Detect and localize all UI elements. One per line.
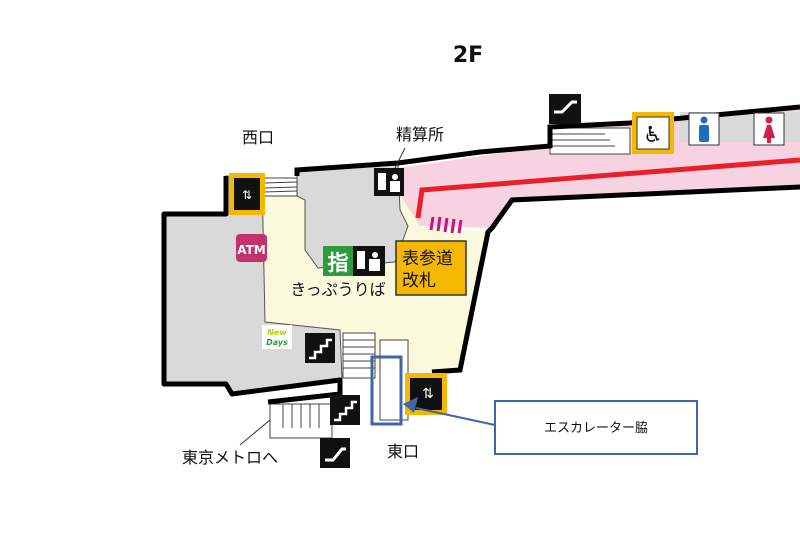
elevator-icon: ⇅ [229, 173, 265, 215]
callout-text: エスカレーター脇 [544, 421, 648, 436]
womens-toilet-icon [753, 112, 785, 146]
escalator-icon [320, 438, 350, 468]
escalator-icon [549, 94, 581, 124]
ticket-office-label: きっぷうりば [290, 280, 385, 299]
reserved-seat-icon: 指 [323, 246, 353, 276]
mens-toilet-icon [688, 112, 720, 146]
svg-text:改札: 改札 [402, 271, 436, 291]
floor-label: 2F [453, 43, 483, 68]
svg-text:♿: ♿ [643, 123, 663, 148]
svg-text:New: New [267, 328, 287, 337]
stairs-top [549, 127, 631, 155]
wall-outline-south [431, 184, 800, 375]
svg-text:ATM: ATM [237, 243, 265, 257]
east-exit-label: 東口 [387, 442, 419, 461]
svg-text:指: 指 [328, 251, 349, 275]
wall-outline [161, 176, 343, 405]
callout-box [494, 400, 698, 455]
wheelchair-icon: ♿ [632, 112, 674, 154]
red-line [415, 157, 800, 219]
gate-marks [429, 216, 463, 234]
svg-text:表参道: 表参道 [402, 249, 453, 269]
wall-outline-north [294, 104, 800, 176]
leader-line [239, 419, 271, 446]
stairs-icon [305, 333, 335, 363]
ticket-machine-icon [374, 168, 404, 196]
callout-arrow [415, 407, 496, 426]
callout-arrowhead [403, 397, 418, 413]
stairs-west [263, 177, 298, 197]
leader-line [394, 147, 406, 169]
highlight-box [370, 355, 403, 426]
elevator-icon: ⇅ [422, 386, 434, 402]
svg-text:⇅: ⇅ [242, 188, 252, 202]
newdays-logo: New Days [262, 325, 292, 349]
fare-adjustment-label: 精算所 [396, 125, 444, 144]
svg-text:Days: Days [266, 338, 288, 347]
atm-icon: ATM [236, 234, 267, 262]
omotesando-gate-sign: 表参道 改札 [395, 240, 467, 296]
tokyo-metro-label: 東京メトロへ [182, 448, 278, 467]
stairs-metro [269, 403, 333, 439]
stairs-icon [330, 395, 360, 425]
west-exit-label: 西口 [242, 128, 274, 147]
ticket-machine-icon [353, 246, 385, 276]
